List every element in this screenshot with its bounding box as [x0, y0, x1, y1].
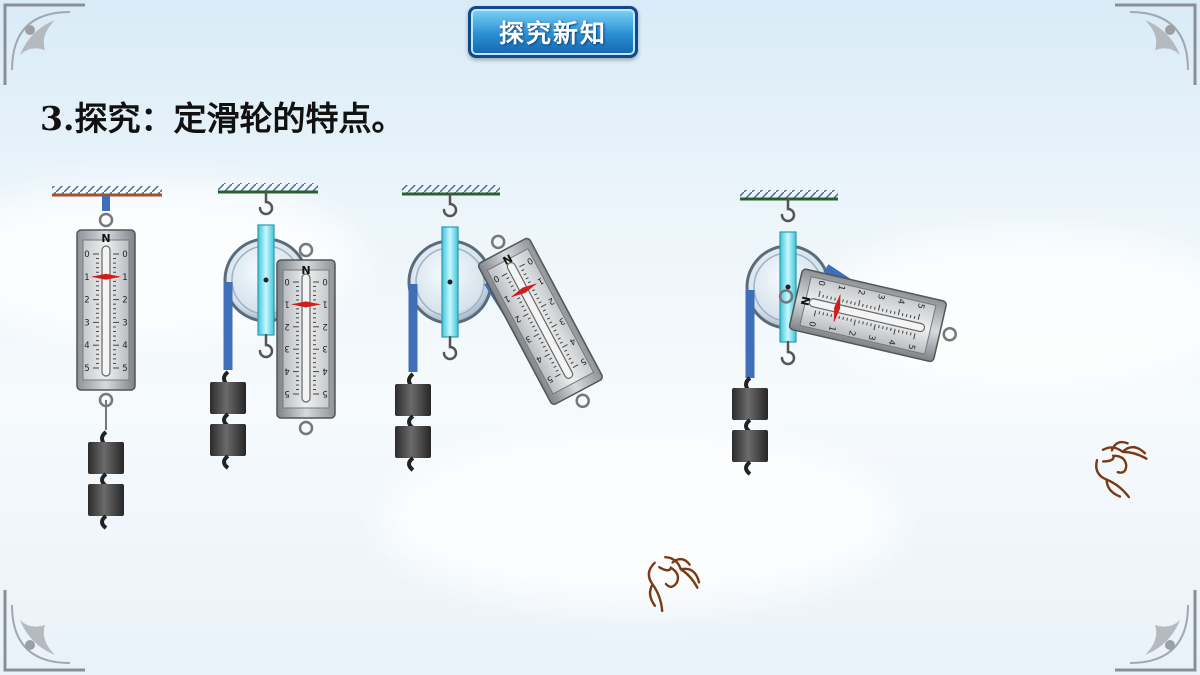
scale-tick-label: 0	[525, 255, 534, 266]
scale-tick-label: 4	[534, 353, 543, 364]
scale-tick-label: 5	[284, 388, 289, 398]
scale-tick-label: 1	[284, 298, 289, 308]
scale-unit-label: N	[301, 263, 310, 276]
ceiling-icon	[402, 185, 500, 196]
corner-ornament-icon	[3, 3, 85, 85]
scale-tick-label: 2	[546, 295, 555, 306]
spring-scale: N 5 5 4 4 3 3 2 2 1 1 0 0	[276, 242, 336, 436]
scale-tick-label: 4	[284, 366, 289, 376]
pulley-icon	[407, 226, 493, 338]
scale-tick-label: 2	[122, 296, 127, 306]
hook-icon	[442, 335, 458, 361]
scale-tick-label: 5	[322, 388, 327, 398]
scale-tick-label: 2	[846, 329, 857, 337]
hook-icon	[298, 242, 314, 258]
hook-icon	[258, 333, 274, 359]
scale-tick-label: 4	[568, 335, 577, 346]
scale-tick-label: 5	[84, 364, 89, 374]
scale-tick-label: 4	[322, 366, 327, 376]
ceiling-icon	[218, 183, 318, 194]
scale-tick-label: 3	[523, 333, 532, 344]
scale-tick-label: 3	[322, 343, 327, 353]
hook-icon	[442, 192, 458, 218]
scale-tick-label: 0	[806, 320, 817, 328]
hook-icon	[490, 234, 506, 250]
scale-tick-label: 5	[905, 343, 916, 351]
scale-tick-label: 1	[502, 293, 511, 304]
scale-tick-label: 3	[866, 334, 877, 342]
rope	[102, 195, 110, 211]
scale-tick-label: 0	[284, 276, 289, 286]
scale-tick-label: 1	[835, 284, 846, 292]
scale-tick-label: 0	[491, 273, 500, 284]
scale-needle	[510, 283, 538, 298]
scale-unit-label: N	[798, 295, 813, 307]
scale-tick-label: 0	[122, 250, 127, 260]
section-badge: 探究新知	[468, 6, 638, 58]
scale-tick-label: 2	[513, 313, 522, 324]
scale-tick-label: 2	[284, 321, 289, 331]
scale-tick-label: 0	[84, 250, 89, 260]
weight-icon	[88, 430, 124, 530]
scale-tick-label: 3	[284, 343, 289, 353]
hand-icon	[647, 555, 701, 613]
hook-icon	[98, 212, 114, 228]
scale-tick-label: 3	[84, 318, 89, 328]
hook-icon	[942, 326, 957, 342]
scale-tick-label: 4	[84, 341, 89, 351]
spring-scale: N 0 0 1 1 2 2 3 3 4 4 5 5	[76, 212, 136, 408]
scale-tick-label: 5	[545, 373, 554, 384]
scale-tick-label: 0	[815, 279, 826, 287]
scale-tick-label: 3	[122, 318, 127, 328]
corner-ornament-icon	[3, 590, 85, 672]
scale-tick-label: 4	[895, 298, 906, 306]
weight-icon	[395, 372, 431, 472]
hook-icon	[258, 190, 274, 216]
hook-icon	[298, 420, 314, 436]
hook-icon	[780, 340, 796, 366]
scale-tick-label: 2	[855, 288, 866, 296]
scale-tick-label: 3	[557, 315, 566, 326]
scale-needle	[833, 293, 841, 323]
scale-tick-label: 5	[122, 364, 127, 374]
corner-ornament-icon	[1115, 590, 1197, 672]
scale-tick-label: 5	[578, 355, 587, 366]
scale-tick-label: 3	[875, 293, 886, 301]
hook-icon	[780, 197, 796, 223]
page-title: 3.探究：定滑轮的特点。	[40, 99, 405, 138]
scale-tick-label: 4	[886, 338, 897, 346]
weight-icon	[732, 376, 768, 476]
scale-tick-label: 5	[915, 302, 926, 310]
corner-ornament-icon	[1115, 3, 1197, 85]
hook-icon	[575, 393, 590, 409]
scale-tick-label: 1	[826, 325, 837, 333]
ceiling-icon	[52, 186, 162, 197]
scale-tick-label: 1	[322, 298, 327, 308]
hand-icon	[1095, 440, 1148, 499]
scale-unit-label: N	[101, 232, 110, 245]
scale-tick-label: 4	[122, 341, 127, 351]
scale-tick-label: 0	[322, 276, 327, 286]
hook-icon	[778, 289, 794, 304]
ceiling-icon	[740, 190, 838, 201]
scale-tick-label: 1	[122, 273, 127, 283]
scale-tick-label: 1	[535, 275, 544, 286]
scale-tick-label: 1	[84, 273, 89, 283]
weight-icon	[210, 370, 246, 470]
scale-tick-label: 2	[322, 321, 327, 331]
scale-tick-label: 2	[84, 296, 89, 306]
scale-needle	[91, 273, 121, 280]
background-cloud	[380, 430, 900, 610]
scale-needle	[291, 301, 321, 308]
